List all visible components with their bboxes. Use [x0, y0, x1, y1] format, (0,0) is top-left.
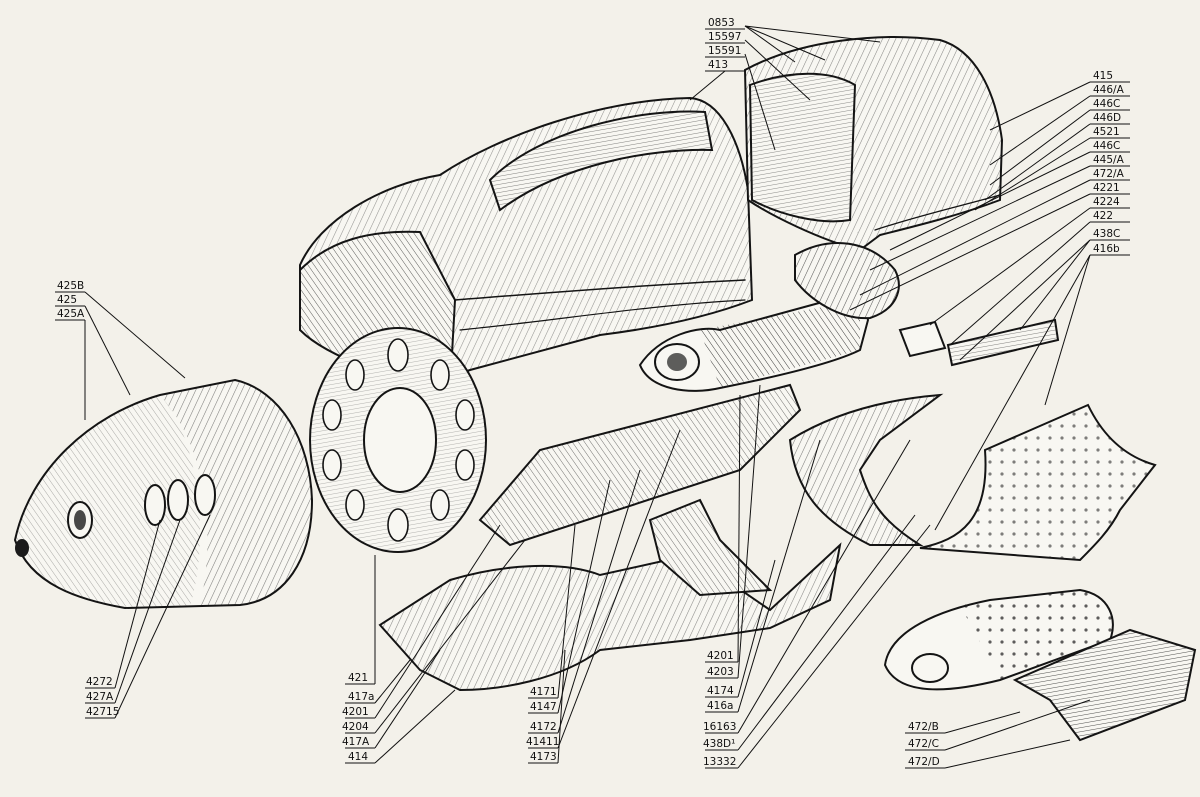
label-425b: 425B — [57, 280, 84, 292]
label-13332: 13332 — [703, 756, 736, 768]
label-472-a: 472/A — [1093, 168, 1125, 180]
label-446c: 446C — [1093, 98, 1120, 110]
label-427a: 427A — [86, 691, 114, 703]
belly-pan-414 — [378, 498, 842, 692]
label-413: 413 — [708, 59, 728, 71]
label-4203: 4203 — [707, 666, 734, 678]
frame-rail — [478, 383, 802, 547]
label-425: 425 — [57, 294, 77, 306]
label-421: 421 — [348, 672, 368, 684]
label-445-a: 445/A — [1093, 154, 1125, 166]
label-0853: 0853 — [708, 17, 735, 29]
label-15591: 15591 — [708, 45, 741, 57]
label-41411: 41411 — [526, 736, 559, 748]
label-4221: 4221 — [1093, 182, 1120, 194]
firewall-ring-421 — [309, 327, 487, 553]
label-417A: 417A — [342, 736, 370, 748]
label-472-b: 472/B — [908, 721, 939, 733]
label-4147: 4147 — [530, 701, 557, 713]
label-414: 414 — [348, 751, 368, 763]
label-446-a: 446/A — [1093, 84, 1125, 96]
label-42715: 42715 — [86, 706, 119, 718]
label-4171: 4171 — [530, 686, 557, 698]
label-15597: 15597 — [708, 31, 741, 43]
small-parts — [898, 318, 1060, 367]
leader-lines — [55, 25, 1130, 769]
label-446d: 446D — [1093, 112, 1121, 124]
side-panel-416b — [919, 403, 1157, 562]
label-438c: 438C — [1093, 228, 1120, 240]
side-panel-416a — [788, 393, 944, 546]
label-472-c: 472/C — [908, 738, 939, 750]
label-16163: 16163 — [703, 721, 736, 733]
rear-cowl-415 — [743, 36, 1004, 252]
label-438d: 438D¹ — [703, 738, 735, 750]
label-416b: 416b — [1093, 243, 1120, 255]
label-4173: 4173 — [530, 751, 557, 763]
label-4521: 4521 — [1093, 126, 1120, 138]
label-417a: 417a — [348, 691, 374, 703]
label-425a: 425A — [57, 308, 85, 320]
label-446c-second: 446C — [1093, 140, 1120, 152]
label-4201: 4201 — [342, 706, 369, 718]
engine-block — [638, 242, 900, 392]
exhaust-assembly-472 — [883, 588, 1197, 742]
label-415: 415 — [1093, 70, 1113, 82]
label-472-d: 472/D — [908, 756, 940, 768]
label-4224: 4224 — [1093, 196, 1120, 208]
label-4174: 4174 — [707, 685, 734, 697]
label-4272: 4272 — [86, 676, 113, 688]
label-4201-second: 4201 — [707, 650, 734, 662]
label-422: 422 — [1093, 210, 1113, 222]
label-416a: 416a — [707, 700, 733, 712]
label-4172: 4172 — [530, 721, 557, 733]
nose-cowl-425 — [13, 378, 314, 610]
callout-labels: 0853 15597 15591 413 415 446/A 446C 446D… — [57, 17, 1125, 768]
label-4204: 4204 — [342, 721, 369, 733]
